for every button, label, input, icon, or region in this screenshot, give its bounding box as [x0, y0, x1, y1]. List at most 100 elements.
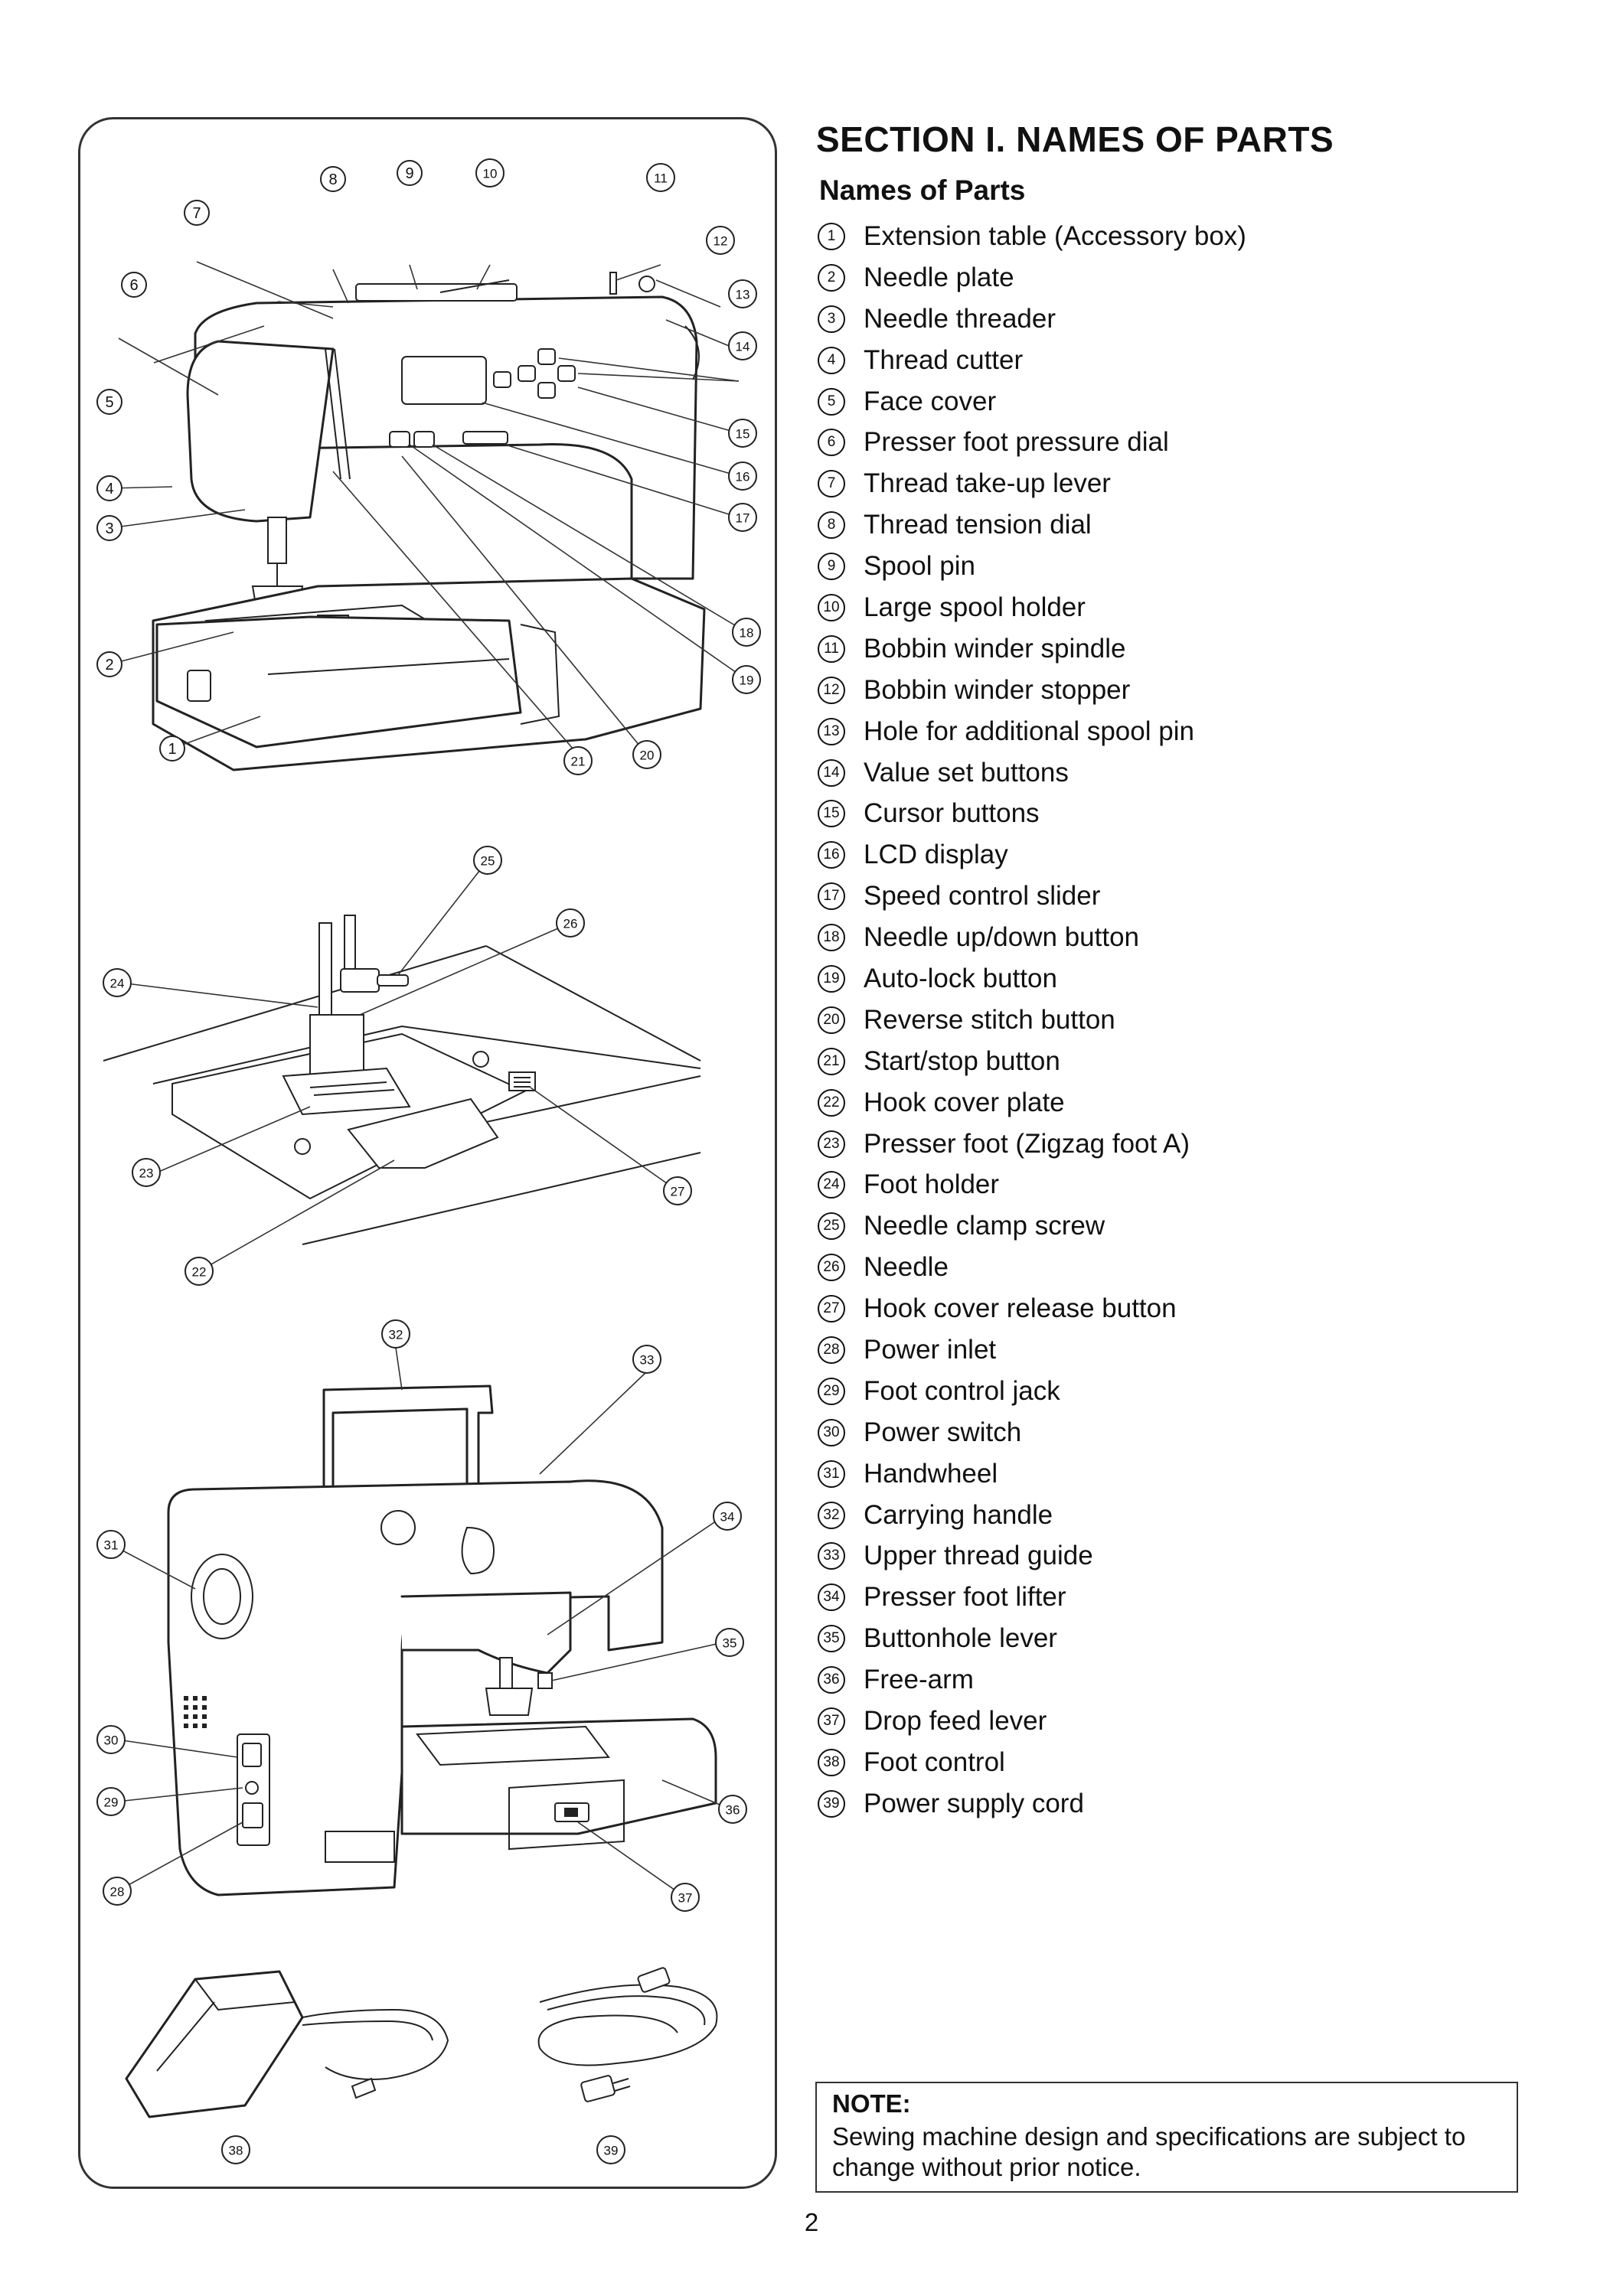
parts-list-item: 13 Hole for additional spool pin [818, 711, 1246, 752]
part-label: Presser foot pressure dial [864, 427, 1169, 458]
svg-text:8: 8 [328, 171, 337, 188]
callout-36: 36 [718, 1795, 747, 1824]
callout-6: 6 [121, 272, 147, 298]
callout-27: 27 [663, 1176, 692, 1205]
callout-30: 30 [96, 1725, 126, 1754]
callout-2: 2 [96, 651, 122, 677]
machine-rear-view [167, 1384, 717, 1896]
callout-13: 13 [728, 279, 757, 308]
subsection-title: Names of Parts [819, 174, 1026, 206]
part-number-badge: 2 [818, 263, 845, 292]
svg-text:18: 18 [740, 626, 754, 641]
parts-illustration-panel: 1 2 3 4 5 6 7 8 9 10 11 12 13 14 15 16 1… [78, 117, 777, 2189]
part-label: Presser foot (Zigzag foot A) [864, 1128, 1190, 1159]
svg-text:36: 36 [726, 1803, 740, 1818]
part-number-badge: 34 [818, 1583, 845, 1612]
part-label: Foot control jack [864, 1375, 1060, 1406]
callout-23: 23 [132, 1158, 161, 1187]
svg-text:15: 15 [736, 427, 750, 442]
svg-text:3: 3 [105, 520, 113, 537]
svg-text:31: 31 [104, 1538, 119, 1553]
part-label: Foot holder [864, 1169, 1000, 1200]
svg-text:19: 19 [740, 673, 754, 688]
part-number-badge: 39 [818, 1789, 845, 1818]
part-label: LCD display [864, 840, 1008, 870]
part-label: Needle [864, 1252, 949, 1283]
svg-text:7: 7 [192, 205, 201, 222]
parts-list-item: 2 Needle plate [818, 257, 1246, 298]
part-label: Start/stop button [864, 1045, 1060, 1076]
part-number-badge: 24 [818, 1171, 845, 1199]
part-number-badge: 11 [818, 634, 845, 663]
power-cord-drawing [537, 1967, 718, 2102]
part-label: Large spool holder [864, 592, 1086, 622]
part-number-badge: 4 [818, 346, 845, 374]
parts-list-item: 9 Spool pin [818, 546, 1246, 587]
part-label: Extension table (Accessory box) [864, 220, 1246, 251]
part-label: Needle plate [864, 262, 1014, 292]
part-label: Free-arm [864, 1665, 974, 1695]
svg-text:22: 22 [192, 1265, 207, 1280]
part-label: Hole for additional spool pin [864, 716, 1194, 746]
svg-text:26: 26 [563, 917, 578, 931]
rear-view-leaders [110, 1347, 726, 1898]
part-number-badge: 13 [818, 717, 845, 745]
svg-text:25: 25 [481, 854, 495, 869]
part-label: Handwheel [864, 1458, 998, 1489]
part-label: Power inlet [864, 1334, 997, 1365]
svg-text:28: 28 [110, 1885, 125, 1900]
front-view-leaders [109, 261, 747, 755]
svg-text:6: 6 [129, 277, 138, 294]
callout-24: 24 [103, 968, 132, 997]
part-label: Spool pin [864, 551, 975, 582]
callout-4: 4 [96, 475, 122, 501]
callout-20: 20 [632, 740, 661, 769]
svg-text:9: 9 [405, 165, 413, 182]
needle-area-closeup [103, 915, 701, 1245]
callout-8: 8 [320, 166, 346, 192]
part-number-badge: 37 [818, 1707, 845, 1735]
part-number-badge: 32 [818, 1501, 845, 1529]
machine-front-view [152, 272, 706, 771]
callout-5: 5 [96, 389, 122, 415]
svg-text:10: 10 [483, 167, 498, 181]
callout-3: 3 [96, 515, 122, 541]
svg-text:20: 20 [640, 748, 655, 763]
svg-text:34: 34 [720, 1510, 735, 1525]
part-number-badge: 15 [818, 800, 845, 828]
part-label: Needle up/down button [864, 922, 1139, 953]
part-label: Cursor buttons [864, 798, 1040, 829]
svg-text:11: 11 [654, 171, 668, 186]
svg-text:16: 16 [736, 470, 750, 484]
callout-22: 22 [185, 1257, 214, 1286]
part-number-badge: 21 [818, 1047, 845, 1075]
svg-text:23: 23 [139, 1166, 154, 1181]
callout-12: 12 [706, 226, 735, 255]
svg-text:1: 1 [168, 741, 176, 758]
part-number-badge: 9 [818, 553, 845, 581]
callout-28: 28 [103, 1877, 132, 1906]
parts-list-item: 34 Presser foot lifter [818, 1577, 1246, 1618]
part-label: Presser foot lifter [864, 1582, 1066, 1613]
part-number-badge: 22 [818, 1088, 845, 1117]
callout-9: 9 [397, 160, 423, 186]
svg-text:38: 38 [229, 2144, 243, 2158]
